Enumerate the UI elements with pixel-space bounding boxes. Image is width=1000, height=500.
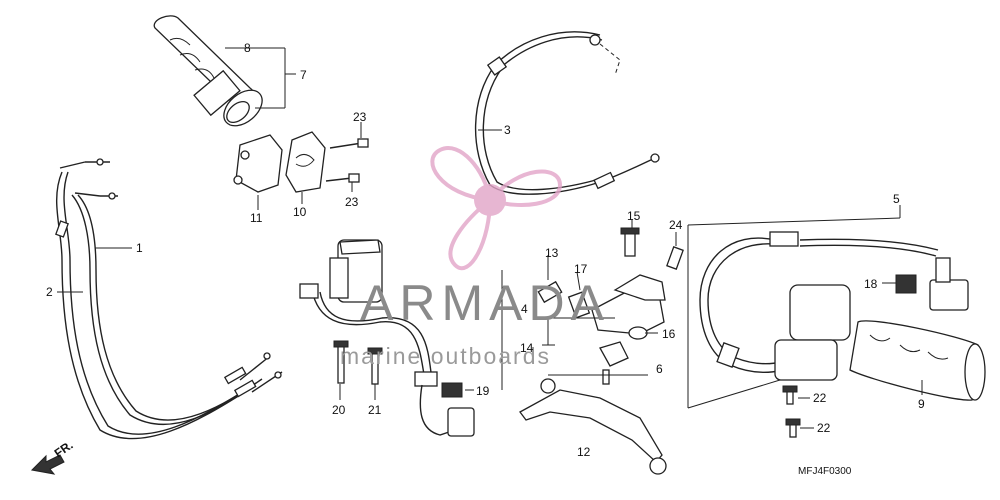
throttle-housing [233, 122, 369, 210]
callout-13: 13 [545, 246, 559, 260]
clutch-lever [519, 378, 667, 475]
callout-4: 4 [521, 302, 528, 316]
watermark-subtitle: marine outboards [340, 343, 551, 369]
callout-5: 5 [893, 192, 900, 206]
right-switch-housing [687, 205, 986, 438]
callout-9: 9 [918, 397, 925, 411]
throttle-grip [153, 15, 296, 127]
callout-10: 10 [293, 205, 307, 219]
watermark-title: ARMADA [360, 275, 610, 331]
left-switch-housing [299, 239, 503, 437]
watermark-logo [430, 146, 563, 271]
callout-23b: 23 [345, 195, 359, 209]
clutch-lever-bracket [537, 220, 684, 385]
callout-6: 6 [656, 362, 663, 376]
callout-22b: 22 [817, 421, 831, 435]
callout-24: 24 [669, 218, 683, 232]
callout-3: 3 [504, 123, 511, 137]
callout-14: 14 [520, 341, 534, 355]
callout-11: 11 [250, 211, 263, 225]
throttle-cables [55, 158, 283, 440]
clutch-cable [474, 31, 660, 195]
callout-19: 19 [476, 384, 490, 398]
front-direction-arrow [30, 454, 65, 475]
callout-23a: 23 [353, 110, 367, 124]
callout-12: 12 [577, 445, 591, 459]
callout-8: 8 [244, 41, 251, 55]
callout-18: 18 [864, 277, 878, 291]
callout-1: 1 [136, 241, 143, 255]
callout-16: 16 [662, 327, 676, 341]
callout-17: 17 [574, 262, 588, 276]
diagram-code: MFJ4F0300 [798, 466, 852, 477]
callout-2: 2 [46, 285, 53, 299]
callout-21: 21 [368, 403, 382, 417]
callout-15: 15 [627, 209, 641, 223]
callout-7: 7 [300, 68, 307, 82]
callout-22a: 22 [813, 391, 827, 405]
callout-20: 20 [332, 403, 346, 417]
